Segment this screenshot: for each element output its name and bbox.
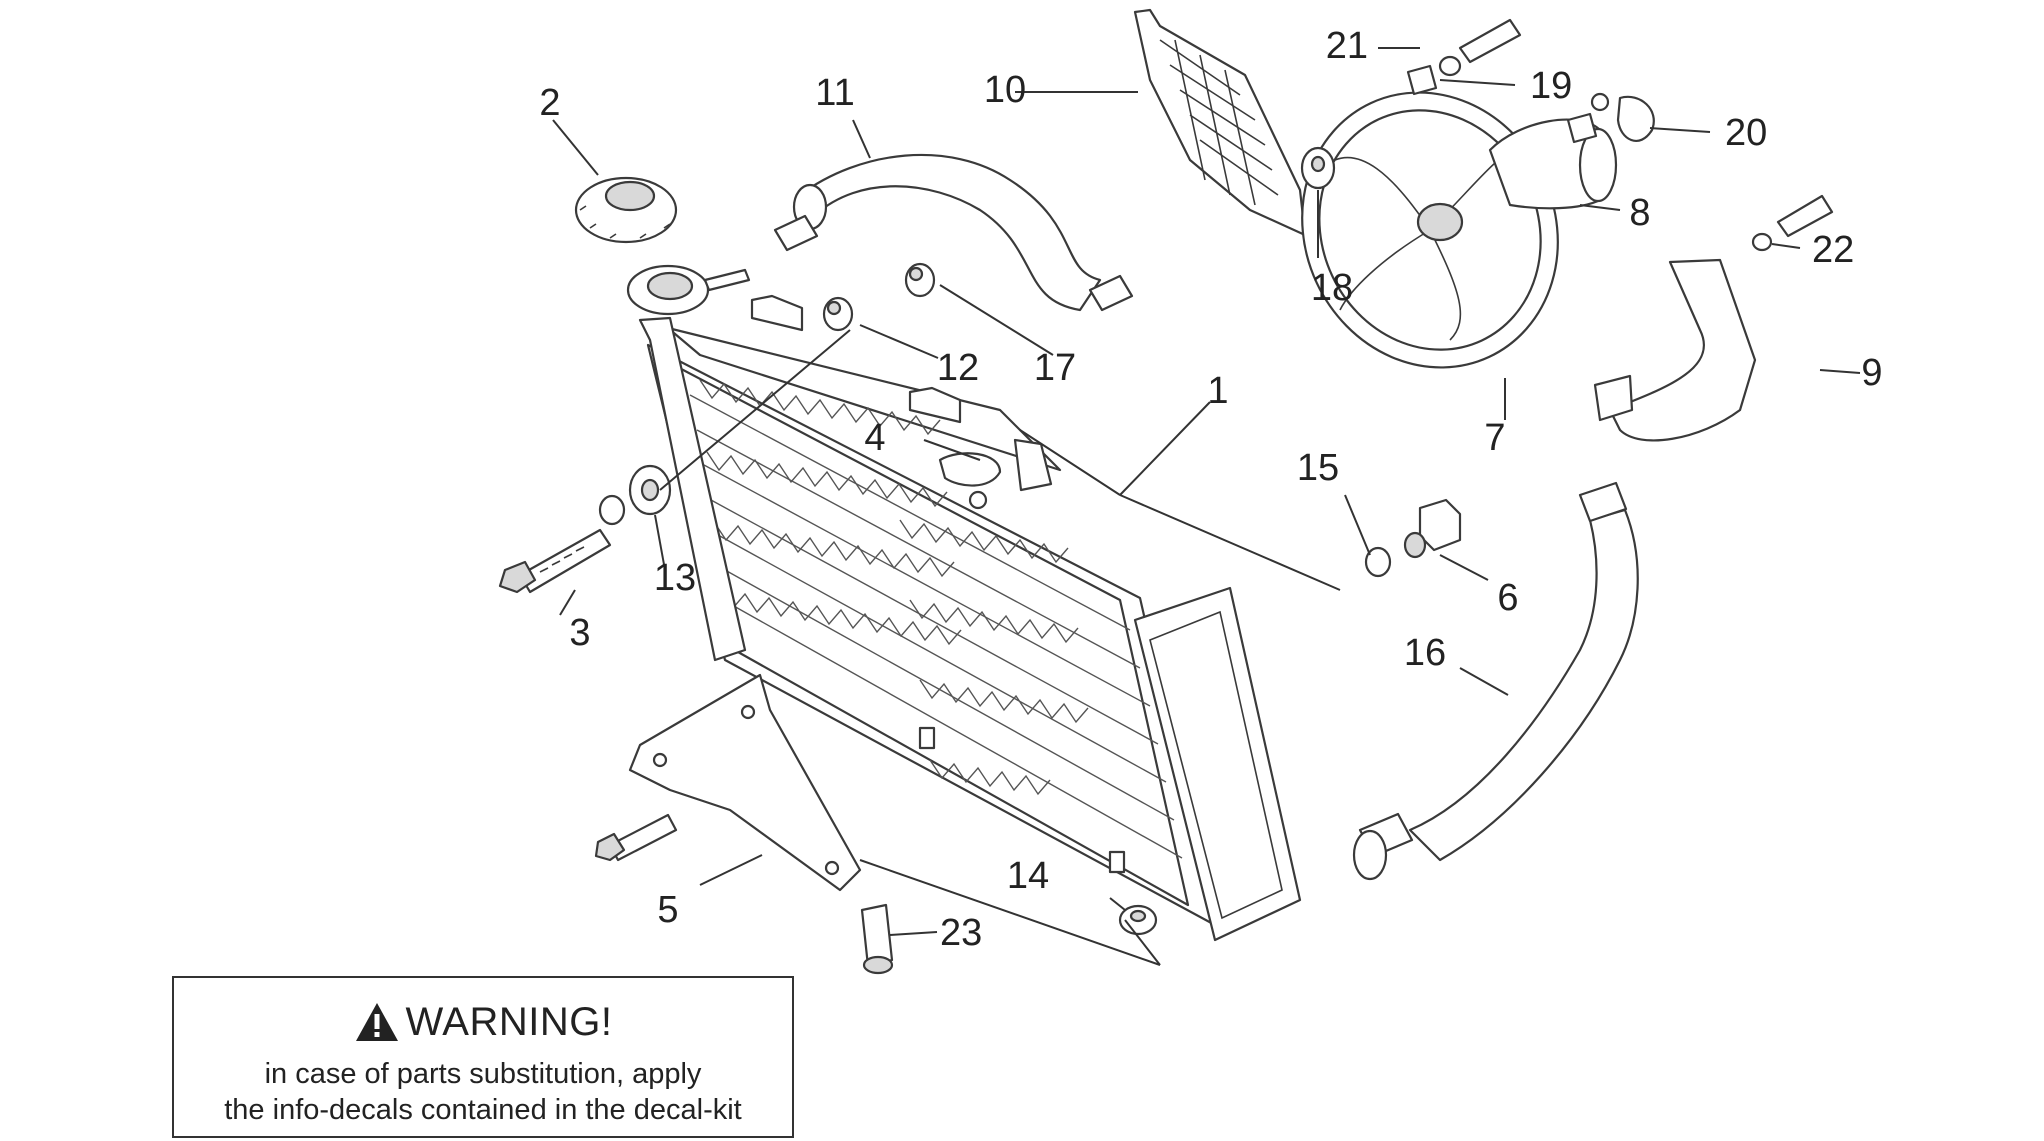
- callout-19: 19: [1530, 65, 1572, 107]
- warning-triangle-icon: [355, 1003, 398, 1041]
- callout-20: 20: [1725, 112, 1767, 154]
- fan-motor: [1488, 118, 1618, 210]
- cable-clip-20: [1566, 92, 1655, 144]
- warning-box: WARNING! in case of parts substitution, …: [172, 976, 794, 1138]
- callout-labels: 1 2 3 4 5 6 7 8 9 10 11 12 13 14 15 16 1…: [539, 25, 1882, 954]
- warning-text-line-1: in case of parts substitution, apply: [264, 1058, 702, 1090]
- callout-18: 18: [1311, 267, 1353, 309]
- fan-shroud: [1133, 8, 1307, 237]
- radiator-cap: [574, 176, 678, 244]
- grommet-17: [904, 262, 936, 298]
- mounting-bracket: [628, 673, 862, 892]
- filler-neck: [626, 264, 751, 316]
- washer-13: [598, 464, 672, 526]
- callout-1: 1: [1207, 370, 1228, 412]
- callout-4: 4: [864, 417, 885, 459]
- fan-guard: [1593, 258, 1757, 442]
- bolt-23-upper: [594, 813, 678, 862]
- grommet-12: [822, 296, 854, 332]
- bolt-23: [860, 903, 894, 975]
- callout-13: 13: [654, 557, 696, 599]
- radiator: [638, 294, 1302, 942]
- callout-8: 8: [1629, 192, 1650, 234]
- clip-4: [938, 452, 1002, 510]
- warning-text-line-2: the info-decals contained in the decal-k…: [224, 1094, 742, 1126]
- callout-5: 5: [657, 889, 678, 931]
- cooling-fan: [1301, 91, 1559, 369]
- leader-lines: [552, 47, 1861, 966]
- upper-hose: [773, 153, 1134, 312]
- radiator-fins: [689, 379, 1183, 859]
- callout-2: 2: [539, 82, 560, 124]
- spacer-18: [1300, 146, 1336, 190]
- washer-15: [1364, 546, 1392, 578]
- callout-15: 15: [1297, 447, 1339, 489]
- callout-17: 17: [1034, 347, 1076, 389]
- callout-12: 12: [937, 347, 979, 389]
- warning-title-row: WARNING!: [174, 998, 792, 1046]
- callout-16: 16: [1404, 632, 1446, 674]
- warning-title: WARNING!: [405, 999, 613, 1044]
- callout-22: 22: [1812, 229, 1854, 271]
- thermoswitch-6: [1403, 498, 1462, 559]
- callout-21: 21: [1326, 25, 1368, 67]
- callout-6: 6: [1497, 577, 1518, 619]
- grommet-14: [1118, 904, 1158, 936]
- callout-3: 3: [569, 612, 590, 654]
- screw-22: [1751, 194, 1834, 252]
- callout-14: 14: [1007, 855, 1049, 897]
- callout-10: 10: [984, 69, 1026, 111]
- bolt-3: [498, 528, 612, 594]
- callout-23: 23: [940, 912, 982, 954]
- lower-hose: [1352, 481, 1639, 881]
- callout-7: 7: [1484, 417, 1505, 459]
- callout-9: 9: [1861, 352, 1882, 394]
- bushing-19: [1406, 64, 1438, 96]
- callout-11: 11: [815, 72, 854, 114]
- screw-21: [1438, 18, 1522, 77]
